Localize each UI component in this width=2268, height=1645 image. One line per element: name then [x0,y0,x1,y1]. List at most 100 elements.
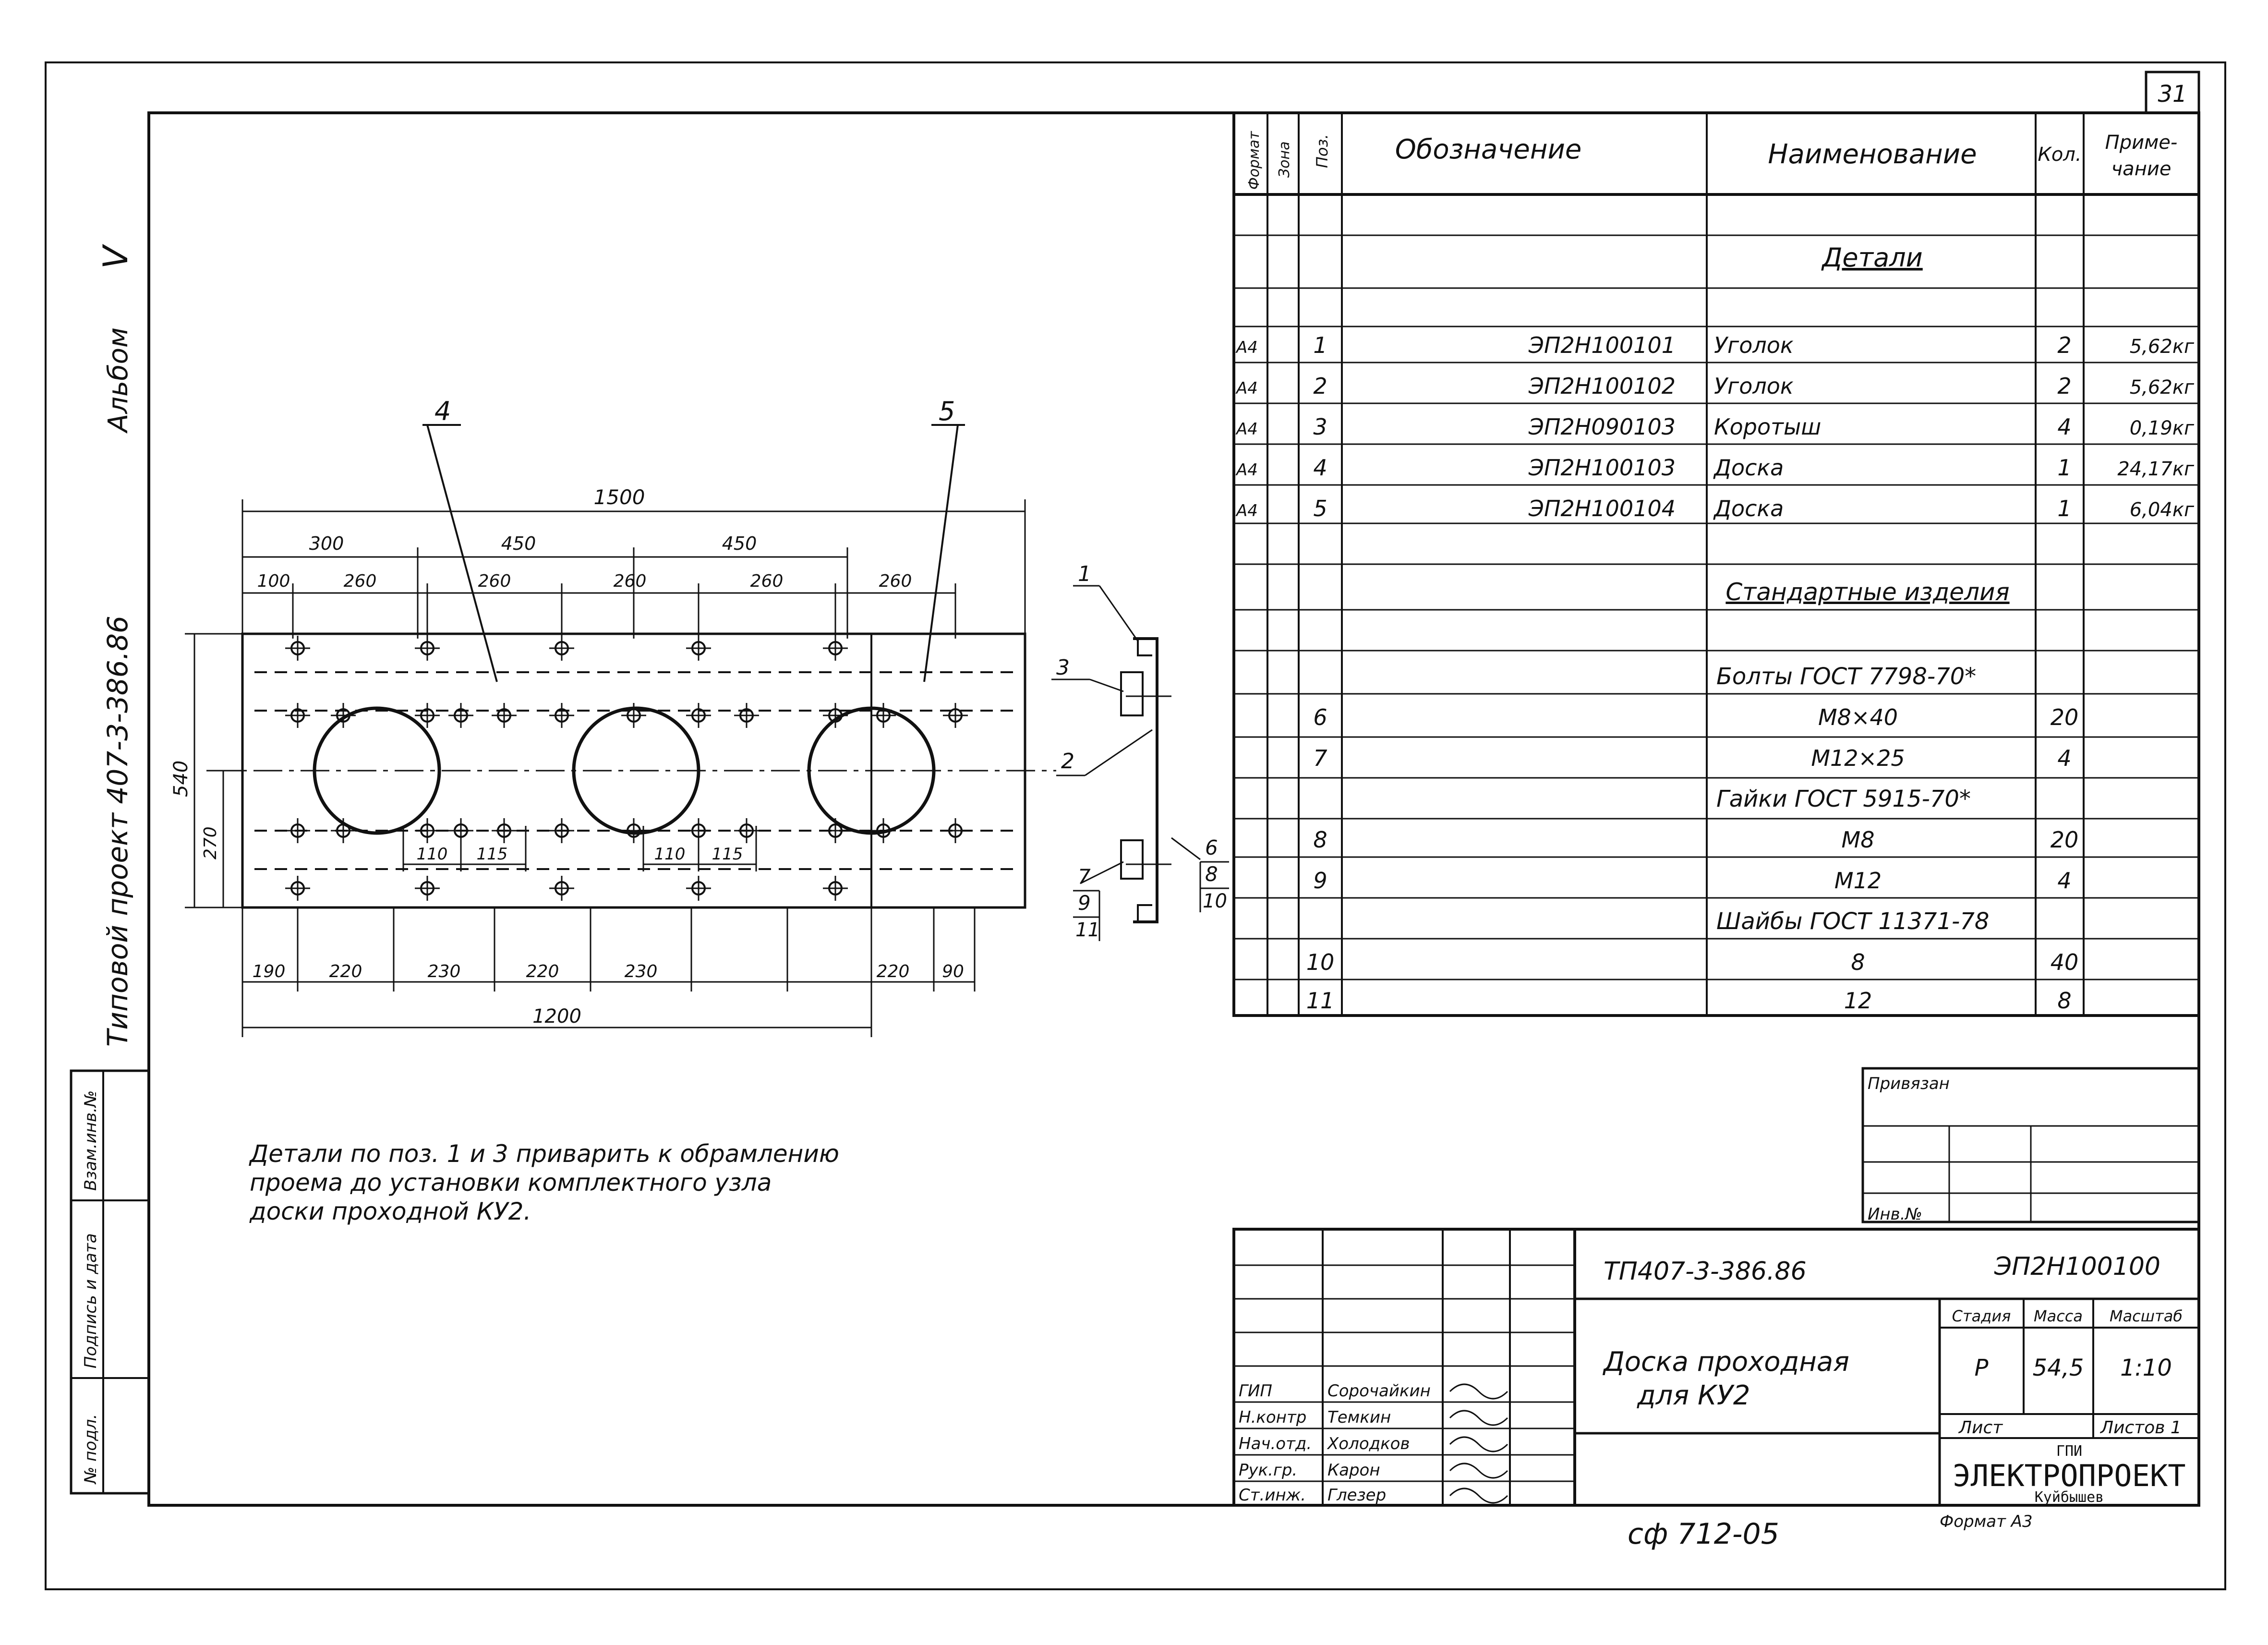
svg-text:М12×25: М12×25 [1811,745,1905,771]
dim-540: 540 [170,761,192,797]
page-number: 31 [2158,81,2187,108]
dim-230a: 230 [428,962,461,981]
bolt-hole [734,703,759,728]
mass-value: 54,5 [2033,1355,2084,1381]
margin-stamp: № подл. Подпись и дата Взам.инв.№ [70,1069,150,1495]
dim-220b: 220 [526,962,559,981]
svg-text:М8×40: М8×40 [1818,704,1898,730]
washers-group: Шайбы ГОСТ 11371-78 [1716,908,1989,935]
hdr-format: Формат [1246,131,1263,190]
project-code: ТП407-3-386.86 [1604,1257,1807,1286]
svg-text:А4: А4 [1235,420,1258,439]
svg-text:Темкин: Темкин [1327,1408,1391,1427]
spec-table: Формат Зона Поз. Обозначение Наименовани… [1232,111,2200,1017]
org-top: ГПИ [2056,1443,2082,1460]
bolt-hole [823,876,848,901]
bolt-hole [686,703,711,728]
org-city: Куйбышев [2035,1489,2104,1506]
bolt-hole [415,876,440,901]
svg-text:24,17кг: 24,17кг [2117,458,2195,480]
dim-270: 270 [201,826,220,859]
section-standard: Стандартные изделия [1725,578,2009,606]
section-label-11: 11 [1075,919,1100,941]
bolt-hole [492,703,517,728]
dim-260: 260 [344,571,377,591]
svg-text:1: 1 [1313,332,1327,358]
sheets-label: Листов 1 [2099,1418,2182,1438]
hdr-note: Приме-чание [2105,132,2178,180]
bolt-hole [331,703,356,728]
svg-text:Карон: Карон [1327,1461,1380,1480]
bolt-hole [686,636,711,661]
opening-circle-1 [313,706,441,835]
svg-text:4: 4 [2057,868,2071,894]
outer-frame [45,61,2226,1590]
svg-text:Рук.гр.: Рук.гр. [1239,1461,1297,1480]
bolt-hole [415,703,440,728]
bolt-hole [823,703,848,728]
section-label-3: 3 [1056,655,1070,680]
svg-text:М12: М12 [1834,868,1882,894]
stage-value: Р [1975,1355,1989,1381]
dim-450b: 450 [722,533,757,554]
binding-block: Привязан Инв.№ [1861,1067,2200,1224]
svg-text:2: 2 [1313,373,1327,399]
svg-text:20: 20 [2051,827,2079,853]
dim-450a: 450 [501,533,536,554]
svg-text:4: 4 [1313,455,1327,481]
bolt-hole [285,818,310,843]
dim-110a: 110 [417,845,448,864]
svg-text:А4: А4 [1235,501,1258,520]
section-details: Детали [1821,242,1923,273]
welding-note: Детали по поз. 1 и 3 приварить к обрамле… [249,1140,839,1225]
bolt-hole [448,703,473,728]
bolt-hole [549,636,574,661]
title-line-2: для КУ2 [1637,1380,1750,1411]
svg-text:2: 2 [2057,373,2071,399]
scale-label: Масштаб [2110,1307,2183,1325]
dim-260: 260 [478,571,511,591]
svg-text:А4: А4 [1235,338,1258,357]
svg-text:10: 10 [1306,949,1335,975]
svg-text:Сорочайкин: Сорочайкин [1327,1381,1431,1401]
svg-text:ЭП2Н100103: ЭП2Н100103 [1528,455,1676,481]
svg-text:Ст.инж.: Ст.инж. [1239,1486,1306,1505]
bolt-hole [943,703,968,728]
opening-circle-3 [807,706,936,835]
dim-1500: 1500 [594,485,645,509]
bolt-hole [621,703,646,728]
signature-row: Ст.инж.Глезер [1239,1486,1508,1505]
svg-text:4: 4 [2057,414,2071,440]
dim-260: 260 [750,571,784,591]
opening-circle-2 [572,706,700,835]
dim-110b: 110 [654,845,686,864]
svg-text:Нач.отд.: Нач.отд. [1239,1434,1312,1453]
hdr-name: Наименование [1768,139,1977,170]
dim-100: 100 [257,571,290,591]
stage-label: Стадия [1952,1307,2011,1325]
dim-115b: 115 [712,845,743,864]
org-name: ЭЛЕКТРОПРОЕКТ [1953,1458,2185,1493]
dim-90: 90 [942,962,964,981]
svg-text:Уголок: Уголок [1714,373,1794,399]
hdr-zone: Зона [1276,141,1293,178]
hdr-pos: Поз. [1313,134,1331,168]
bolt-hole [285,876,310,901]
svg-text:ГИП: ГИП [1239,1381,1272,1401]
binding-inv-label: Инв.№ [1868,1205,1922,1224]
svg-text:А4: А4 [1235,460,1258,480]
svg-text:6: 6 [1313,704,1327,730]
svg-text:ЭП2Н100104: ЭП2Н100104 [1528,496,1676,521]
album-number: V [96,244,135,269]
dim-220c: 220 [877,962,910,981]
svg-text:7: 7 [1313,745,1327,771]
dim-115a: 115 [477,845,508,864]
svg-text:2: 2 [2057,332,2071,358]
dim-260: 260 [879,571,912,591]
dim-220a: 220 [329,962,362,981]
svg-text:проема до установки комплектно: проема до установки комплектного узла [250,1169,772,1197]
